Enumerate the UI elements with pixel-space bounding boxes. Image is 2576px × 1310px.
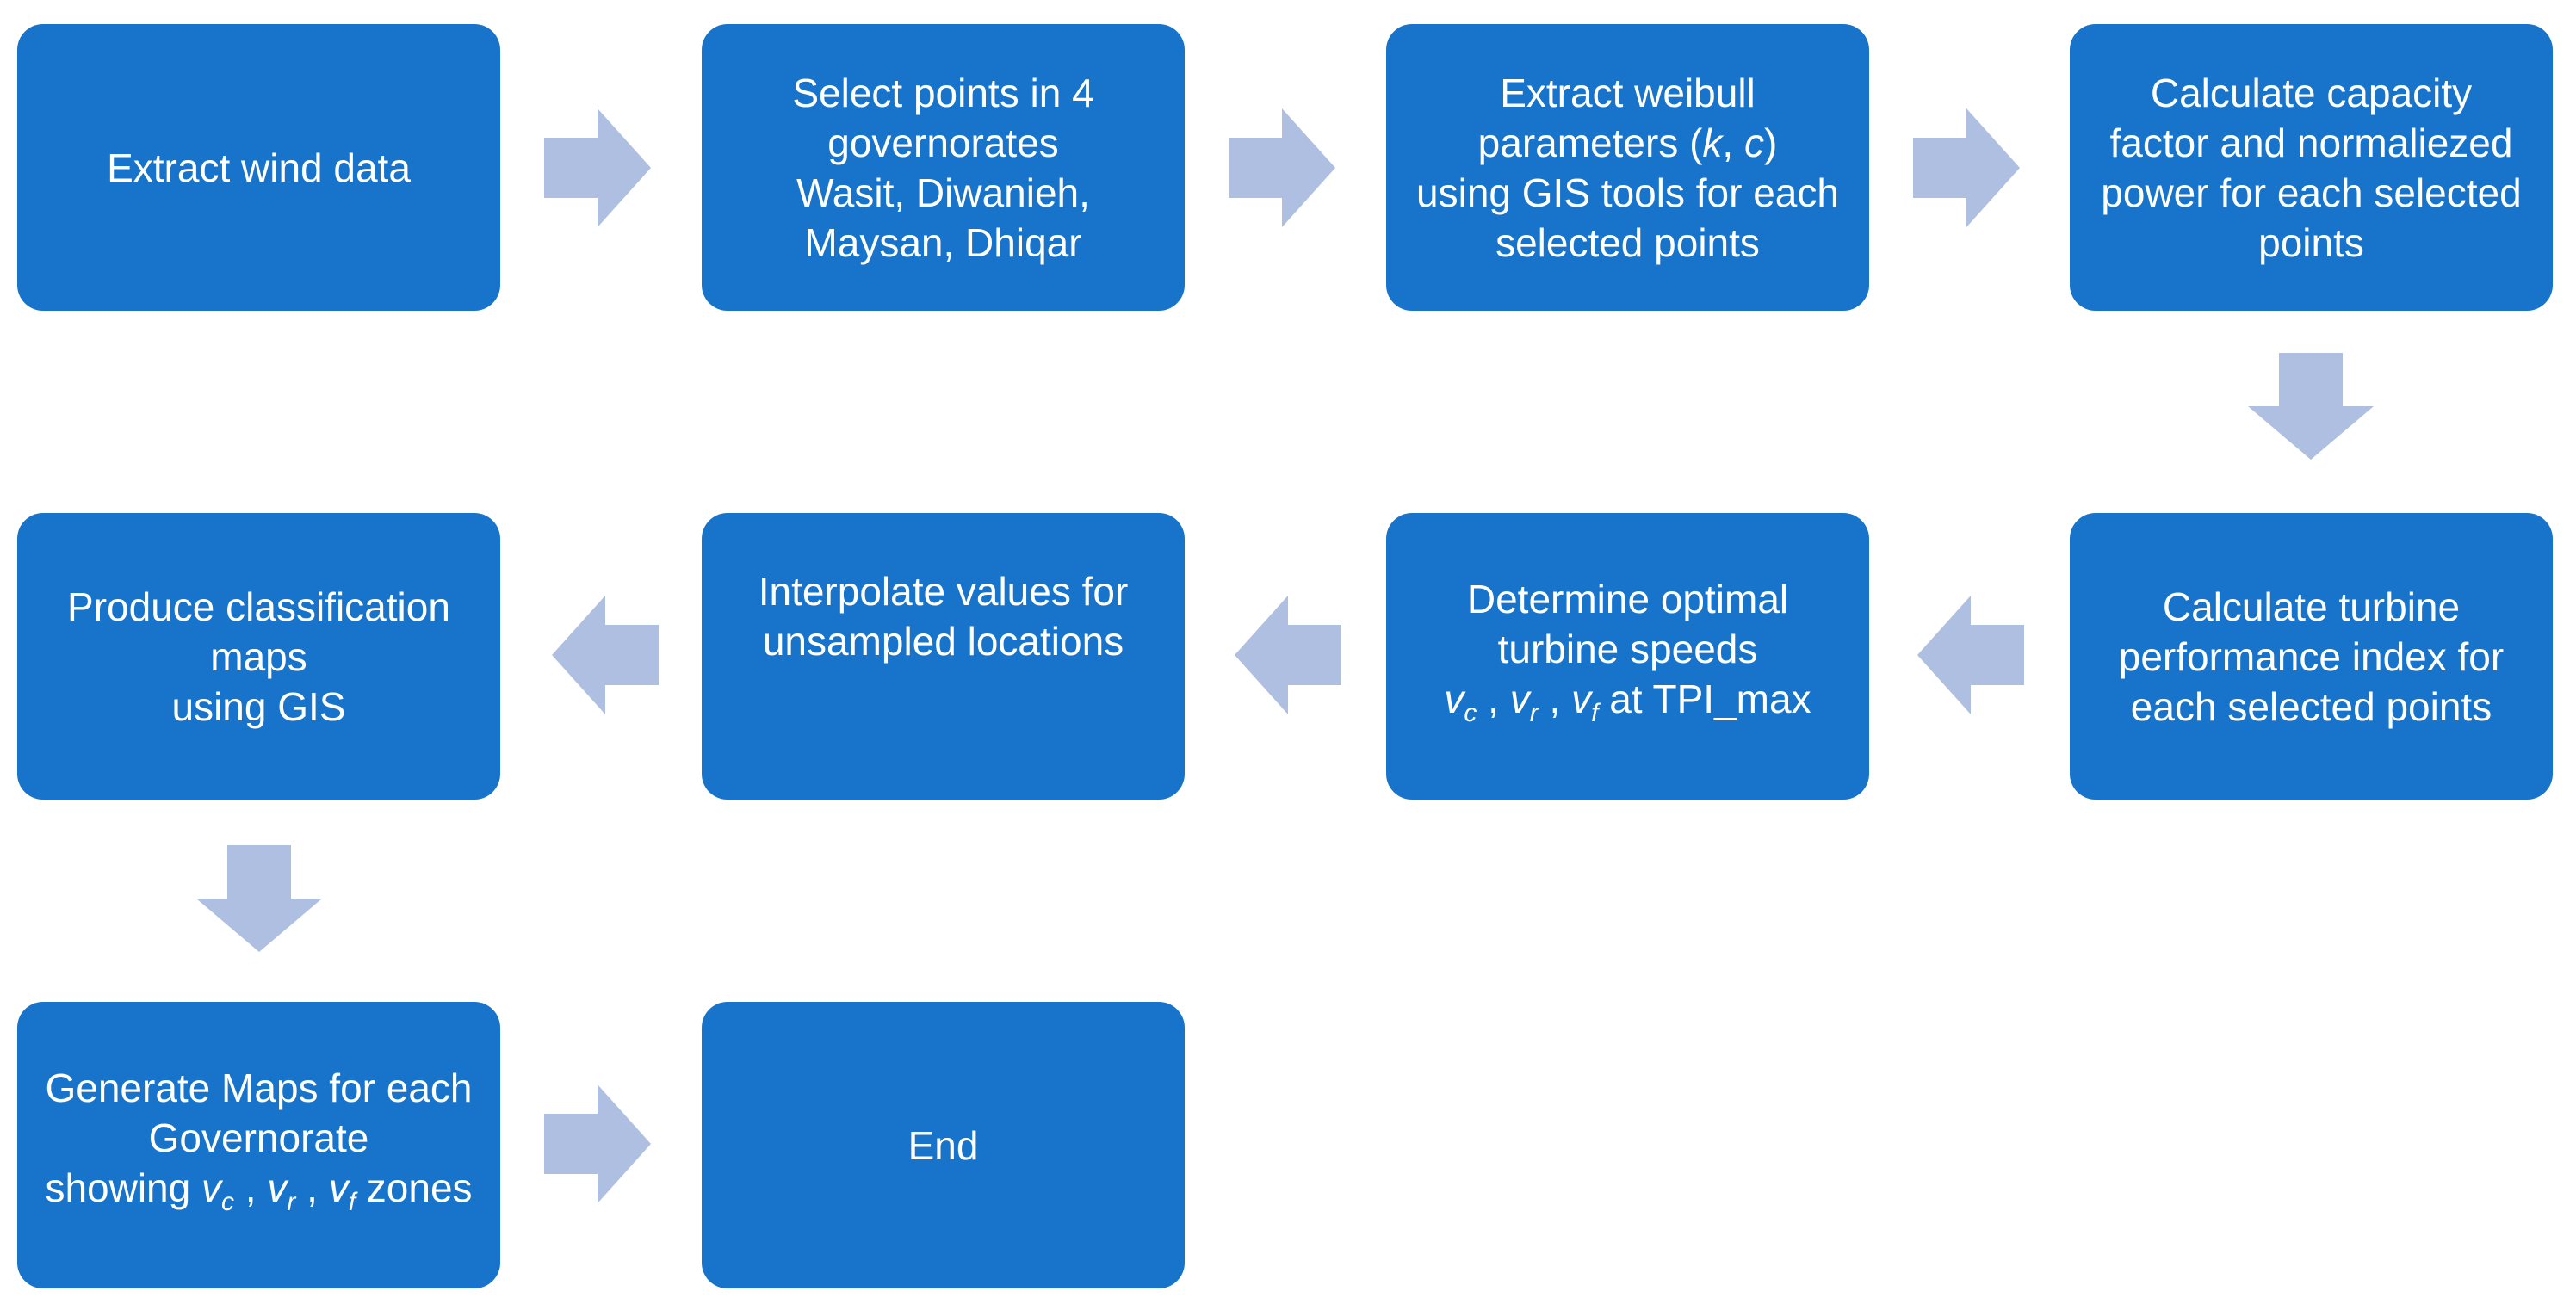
var-v: v bbox=[267, 1165, 288, 1210]
step-label-line: Maysan, Dhiqar bbox=[804, 219, 1082, 265]
var-v: v bbox=[201, 1165, 221, 1210]
step-label-line: Calculate capacity bbox=[2150, 70, 2473, 115]
step-label-line: Produce classification bbox=[67, 584, 450, 629]
step-label-line: Wasit, Diwanieh, bbox=[796, 170, 1090, 215]
arrow-right-icon bbox=[1913, 108, 2020, 227]
step-generate-maps: Generate Maps for each Governorate showi… bbox=[17, 1002, 500, 1288]
step-label-line: parameters (k, c) bbox=[1478, 118, 1778, 168]
step-label-line: points bbox=[2258, 219, 2364, 265]
text-fragment: , bbox=[1477, 677, 1510, 721]
step-extract-wind-data: Extract wind data bbox=[17, 24, 500, 311]
step-label-line: turbine speeds bbox=[1497, 627, 1758, 671]
step-label-line: using GIS tools for each bbox=[1416, 170, 1839, 215]
step-label-line: Determine optimal bbox=[1466, 577, 1789, 621]
step-interpolate-values: Interpolate values for unsampled locatio… bbox=[702, 513, 1185, 800]
step-calculate-capacity: Calculate capacity factor and normalieze… bbox=[2070, 24, 2553, 311]
subscript-f: f bbox=[1591, 699, 1599, 727]
step-produce-classification-maps: Produce classification maps using GIS bbox=[17, 513, 500, 800]
subscript-r: r bbox=[287, 1188, 296, 1216]
subscript-c: c bbox=[1464, 699, 1477, 727]
step-label-line: unsampled locations bbox=[762, 619, 1124, 664]
arrow-down-icon bbox=[2248, 353, 2374, 460]
step-label-line: using GIS bbox=[171, 683, 346, 729]
arrow-down-icon bbox=[196, 845, 322, 952]
step-end: End bbox=[702, 1002, 1185, 1288]
text-fragment: at TPI_max bbox=[1598, 677, 1811, 721]
text-fragment: parameters ( bbox=[1477, 120, 1703, 165]
arrow-left-icon bbox=[552, 596, 659, 714]
arrow-left-icon bbox=[1235, 596, 1341, 714]
step-label: Extract wind data bbox=[107, 145, 411, 190]
step-label-line: Extract weibull bbox=[1500, 70, 1756, 115]
step-extract-weibull: Extract weibull parameters (k, c) using … bbox=[1386, 24, 1869, 311]
step-determine-optimal-speeds: Determine optimal turbine speeds vc , vr… bbox=[1386, 513, 1869, 800]
step-label-line: Select points in 4 bbox=[792, 70, 1094, 115]
step-label-line: factor and normaliezed bbox=[2109, 120, 2513, 165]
step-label-line: Generate Maps for each bbox=[45, 1066, 473, 1110]
text-fragment: ) bbox=[1763, 120, 1778, 165]
param-c: c bbox=[1743, 120, 1764, 165]
step-label-line: Governorate bbox=[148, 1115, 369, 1160]
text-fragment: zones bbox=[356, 1165, 473, 1210]
step-select-points: Select points in 4 governorates Wasit, D… bbox=[702, 24, 1185, 311]
step-label-line: Interpolate values for bbox=[758, 569, 1129, 614]
subscript-r: r bbox=[1529, 699, 1539, 727]
text-fragment: , bbox=[1538, 677, 1572, 721]
arrow-left-icon bbox=[1917, 596, 2024, 714]
step-label-line: maps bbox=[210, 633, 307, 679]
arrow-right-icon bbox=[544, 108, 651, 227]
arrow-right-icon bbox=[544, 1084, 651, 1203]
step-label-line: governorates bbox=[827, 120, 1059, 165]
arrow-right-icon bbox=[1229, 108, 1335, 227]
text-fragment: , bbox=[295, 1165, 329, 1210]
step-label-line: each selected points bbox=[2130, 683, 2492, 729]
text-fragment: , bbox=[1722, 120, 1744, 165]
step-label-line: power for each selected bbox=[2101, 170, 2522, 215]
step-label-line: Calculate turbine bbox=[2162, 584, 2461, 629]
var-v: v bbox=[1444, 677, 1464, 721]
step-calculate-tpi: Calculate turbine performance index for … bbox=[2070, 513, 2553, 800]
subscript-f: f bbox=[348, 1188, 356, 1216]
param-k: k bbox=[1702, 120, 1723, 165]
step-label-line: selected points bbox=[1495, 219, 1760, 265]
text-fragment: showing bbox=[45, 1165, 201, 1210]
step-label: End bbox=[907, 1122, 979, 1168]
step-label-line: showing vc , vr , vf zones bbox=[45, 1163, 472, 1227]
step-label-line: performance index for bbox=[2118, 633, 2505, 679]
subscript-c: c bbox=[221, 1188, 234, 1216]
step-label-line: vc , vr , vf at TPI_max bbox=[1444, 674, 1811, 738]
var-v: v bbox=[1509, 677, 1530, 721]
text-fragment: , bbox=[234, 1165, 268, 1210]
var-v: v bbox=[328, 1165, 349, 1210]
var-v: v bbox=[1571, 677, 1592, 721]
